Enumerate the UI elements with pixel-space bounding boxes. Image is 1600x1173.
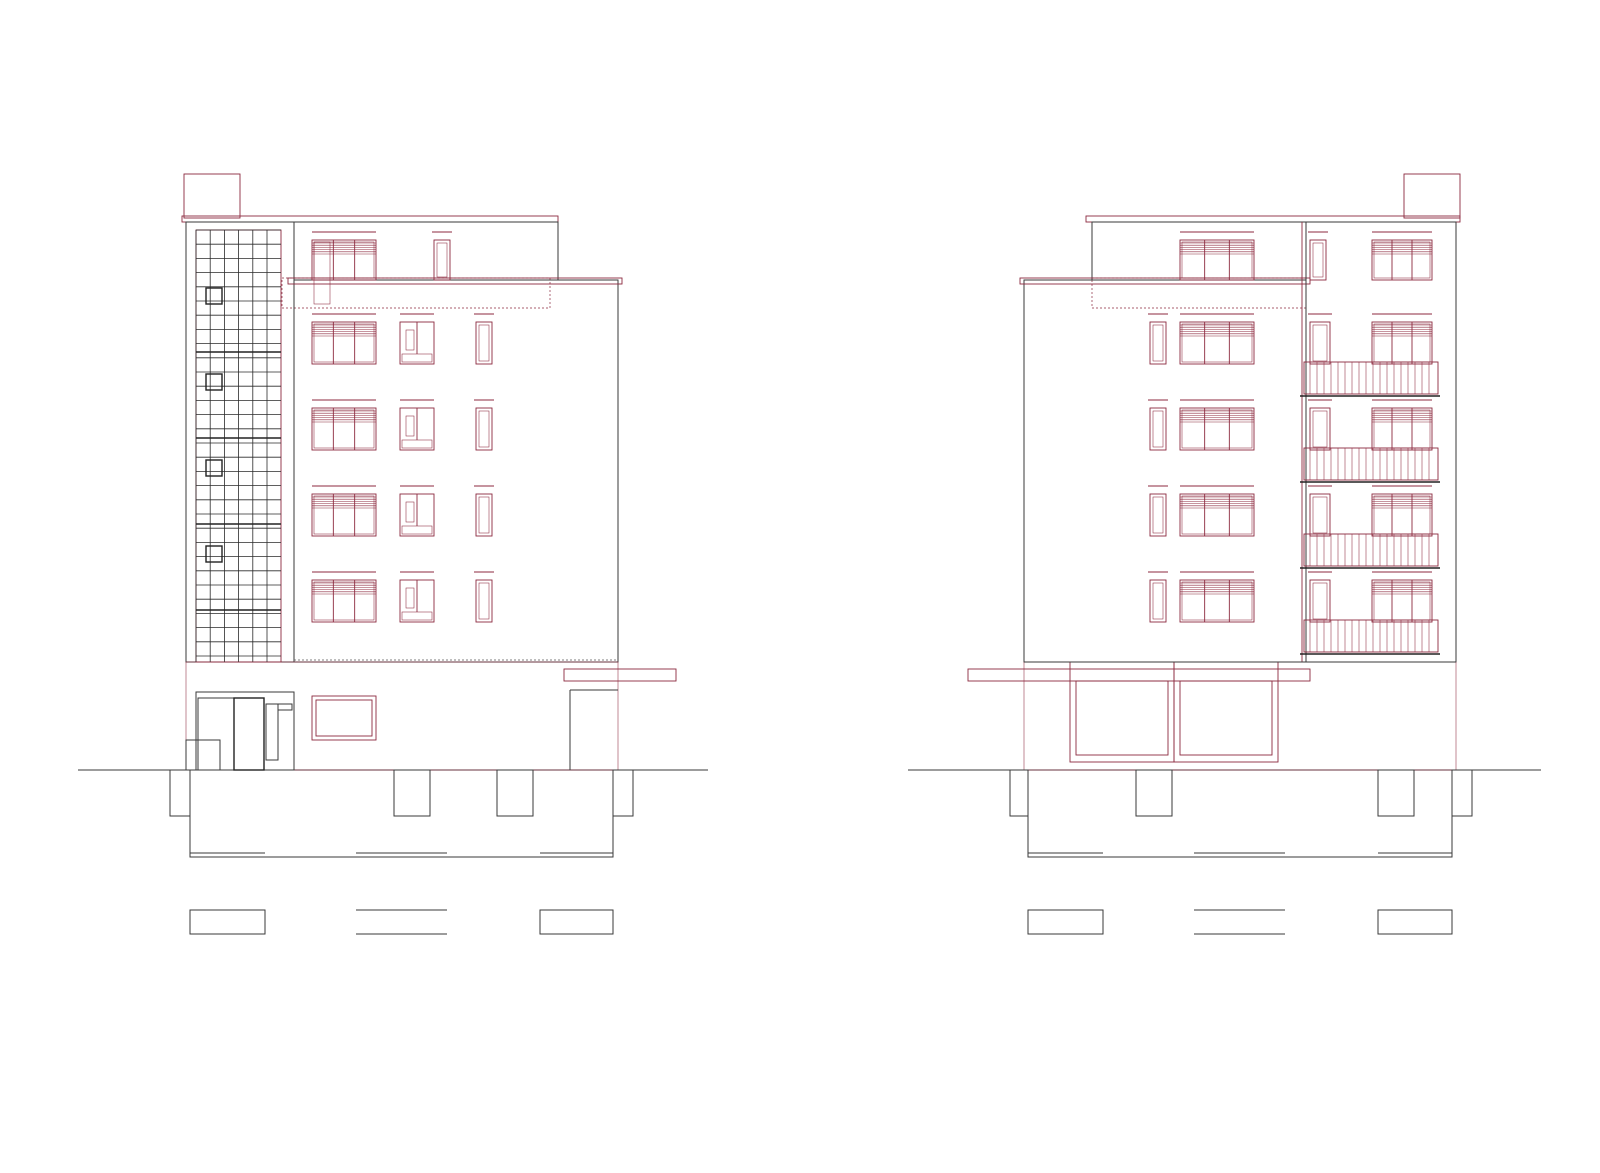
sub-level-lines-left — [189, 852, 614, 935]
window — [1308, 313, 1332, 365]
footing — [1135, 769, 1173, 817]
entrance-sidelight — [265, 703, 279, 761]
window — [1308, 399, 1332, 451]
main-block-right — [1023, 279, 1307, 663]
ground-floor-base-right — [1023, 661, 1457, 771]
balcony — [1300, 533, 1440, 569]
footing — [1451, 769, 1473, 817]
sub-level-lines-right — [1027, 852, 1453, 935]
footing — [612, 769, 634, 817]
window — [1371, 485, 1433, 537]
main-cornice-left — [287, 277, 623, 285]
window — [1371, 571, 1433, 623]
shop-window-left — [311, 695, 377, 741]
attic-storey-right — [1091, 221, 1307, 281]
stair-tower — [185, 221, 295, 663]
window — [1371, 313, 1433, 365]
letterbox — [185, 739, 221, 771]
attic-overhang-left — [281, 277, 551, 309]
window — [1308, 231, 1328, 281]
footing — [1377, 769, 1415, 817]
ground-floor-base-left — [185, 661, 619, 771]
roof-box-right — [1403, 173, 1461, 219]
window — [474, 485, 494, 537]
main-cornice-right — [1019, 277, 1311, 285]
window — [1308, 571, 1332, 623]
balcony-stack — [1305, 221, 1457, 663]
attic-door — [313, 241, 331, 305]
elevation-right — [908, 173, 1541, 935]
window — [1148, 313, 1168, 365]
window — [311, 231, 377, 281]
stair-tile-grid — [195, 229, 281, 662]
stair-window — [205, 459, 223, 477]
shopfront — [1069, 661, 1175, 763]
stair-roof-box — [183, 173, 241, 219]
window — [1371, 231, 1433, 281]
stair-window — [205, 287, 223, 305]
window — [474, 313, 494, 365]
window — [399, 399, 435, 451]
balcony — [1300, 361, 1440, 397]
canopy-right — [967, 668, 1311, 682]
window — [1179, 485, 1255, 537]
window — [1179, 399, 1255, 451]
entrance-door — [233, 697, 265, 771]
shopfront-pane — [1075, 680, 1169, 756]
windows-right — [1148, 231, 1433, 623]
window — [1179, 231, 1255, 281]
window — [399, 485, 435, 537]
window — [1308, 485, 1332, 537]
window — [1148, 571, 1168, 623]
main-block-left — [293, 279, 619, 663]
attic-overhang-right — [1091, 277, 1307, 309]
balcony — [1300, 447, 1440, 483]
window — [474, 399, 494, 451]
entrance-sign — [277, 703, 293, 711]
window — [311, 399, 377, 451]
window — [399, 313, 435, 365]
stair-window — [205, 545, 223, 563]
window — [1371, 399, 1433, 451]
roof-cornice-left — [181, 215, 559, 223]
shop-window-pane — [315, 699, 373, 737]
foundation-slab-left — [189, 816, 614, 858]
entrance-door-leaf — [197, 697, 235, 771]
window — [311, 571, 377, 623]
window — [311, 313, 377, 365]
balconies-right — [1300, 361, 1440, 655]
window — [1148, 399, 1168, 451]
window — [311, 485, 377, 537]
canopy-left — [563, 668, 677, 682]
window — [1148, 485, 1168, 537]
footing — [393, 769, 431, 817]
footing — [169, 769, 191, 817]
foundation-slab-right — [1027, 816, 1453, 858]
window — [1179, 571, 1255, 623]
stair-window — [205, 373, 223, 391]
windows-left — [311, 231, 494, 623]
balcony — [1300, 619, 1440, 655]
elevation-left — [78, 173, 708, 935]
window — [399, 571, 435, 623]
footing — [496, 769, 534, 817]
shopfront — [1173, 661, 1279, 763]
shopfront-pane — [1179, 680, 1273, 756]
window — [1179, 313, 1255, 365]
window — [474, 571, 494, 623]
footing — [1009, 769, 1029, 817]
window — [432, 231, 452, 281]
